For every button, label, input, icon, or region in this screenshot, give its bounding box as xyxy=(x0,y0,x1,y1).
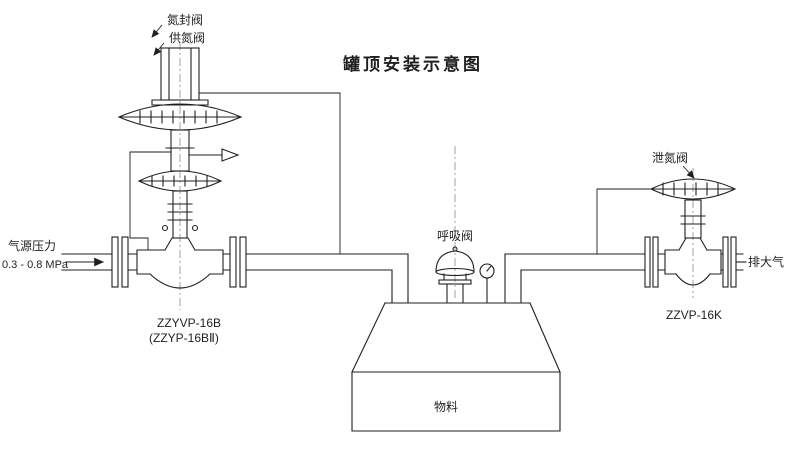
exhaust-label: 排大气 xyxy=(748,254,784,269)
outlet-flange-outer xyxy=(239,236,247,288)
tank-shape xyxy=(351,302,561,432)
relief-body xyxy=(664,249,722,275)
lower-diaphragm-bolts xyxy=(151,175,208,187)
inlet-flange-outer xyxy=(111,236,119,288)
cylinder-inner-lines xyxy=(168,47,192,101)
left-impulse-lines xyxy=(129,92,341,254)
breather-stem xyxy=(446,283,464,304)
supply-pipe xyxy=(61,253,113,271)
upper-diaphragm-bolts xyxy=(139,110,218,124)
yoke-nut-left xyxy=(161,224,169,232)
supply-pipe-walls xyxy=(61,253,113,271)
left-valve-assembly xyxy=(111,47,247,289)
relief-outlet-flange-inner xyxy=(722,236,729,288)
gauge-stem-needle xyxy=(486,265,492,304)
yoke-nut-right xyxy=(191,224,199,232)
outlet-flange-inner xyxy=(229,236,237,288)
supply-pressure-label: 气源压力 xyxy=(8,238,56,253)
relief-diaphragm-bolts xyxy=(662,182,719,196)
outlet-pipe xyxy=(245,253,409,304)
right-valve-model: ZZVP-16K xyxy=(666,308,722,322)
pressure-gauge-icon xyxy=(479,263,495,304)
left-valve-model-line2: (ZZYP-16BⅡ) xyxy=(149,331,219,345)
flange-necks xyxy=(127,253,231,271)
riser-pipe xyxy=(504,253,646,304)
cylinder-base-flange xyxy=(151,99,209,106)
tank-outline xyxy=(351,302,561,432)
page-title: 罐顶安装示意图 xyxy=(342,54,483,74)
left-valve-label-line2: 供氮阀 xyxy=(169,30,205,45)
impulse-line-right xyxy=(596,188,650,254)
inlet-flange-inner xyxy=(121,236,129,288)
relief-bonnet xyxy=(678,237,708,251)
breather-flange xyxy=(438,279,472,285)
relief-outlet-flange-outer xyxy=(730,236,737,288)
pennant-marker xyxy=(221,148,240,162)
breathing-valve xyxy=(435,246,475,304)
supply-pressure-value: 0.3 - 0.8 MPa xyxy=(2,259,69,271)
leader-arrow-seal-valve xyxy=(151,24,163,38)
impulse-line-loop xyxy=(129,151,171,250)
valve-body xyxy=(136,249,224,275)
leader-arrow-relief-valve xyxy=(682,165,695,179)
breathing-valve-label: 呼吸阀 xyxy=(437,229,473,243)
material-label: 物料 xyxy=(434,400,458,414)
valve-body-dome xyxy=(149,273,211,289)
relief-gland-ticks xyxy=(680,215,706,225)
relief-inlet-flange-outer xyxy=(644,236,651,288)
label-leaders xyxy=(151,24,695,179)
bonnet xyxy=(164,237,196,251)
outlet-pipe-walls xyxy=(245,253,409,304)
right-impulse-line xyxy=(596,188,650,254)
relief-inlet-flange-inner xyxy=(652,236,659,288)
exhaust-pipe xyxy=(735,253,747,271)
right-valve-label: 泄氮阀 xyxy=(652,150,688,165)
leader-arrow-supply-valve xyxy=(153,42,165,56)
impulse-line-long xyxy=(199,92,341,254)
relief-body-dome xyxy=(675,273,711,286)
left-valve-model-line1: ZZYVP-16B xyxy=(157,316,221,330)
breather-knob xyxy=(452,246,458,252)
relief-flange-necks xyxy=(657,253,724,271)
right-valve-assembly xyxy=(644,178,737,288)
left-valve-label-line1: 氮封阀 xyxy=(167,12,203,27)
exhaust-pipe-walls xyxy=(735,253,744,271)
gland-ticks xyxy=(167,203,193,221)
riser-pipe-walls xyxy=(504,253,646,304)
